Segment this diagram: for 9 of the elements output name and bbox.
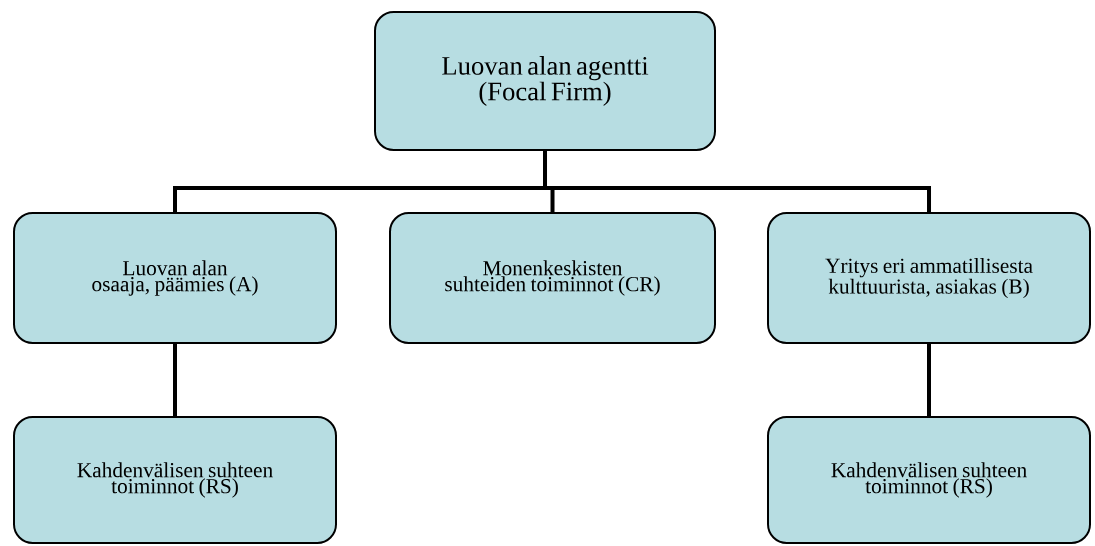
org-box: Monenkeskisten suhteiden toiminnot (CR) <box>389 212 716 344</box>
org-box: Luovan alan osaaja, päämies (A) <box>13 212 337 344</box>
org-box: Yritys eri ammatillisesta kulttuurista, asiakas (B) <box>767 212 1091 344</box>
org-box: Kahdenvälisen suhteen toiminnot (RS) <box>13 416 337 544</box>
connector-line <box>543 151 931 212</box>
connector-line <box>173 344 177 416</box>
org-box: Kahdenvälisen suhteen toiminnot (RS) <box>767 416 1091 544</box>
connector-line <box>927 344 931 416</box>
org-box: Luovan alan agentti (Focal Firm) <box>374 11 716 151</box>
